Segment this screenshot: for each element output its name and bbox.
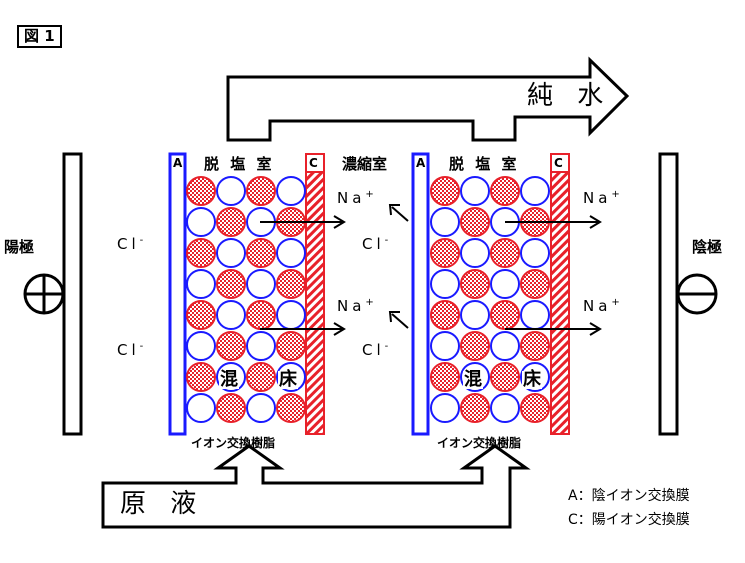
mixed-bed-char: 混 [219,369,239,390]
sodium-ion-label: Na+ [583,189,624,207]
anion-resin-bead [520,300,550,330]
anion-resin-bead [276,176,306,206]
anode-label: 陽極 [4,238,35,256]
anion-resin-bead [216,176,246,206]
anion-membrane-right [411,152,430,436]
anion-tag-left: A [173,156,183,170]
resin-beads-right [430,176,550,423]
cation-resin-bead [520,393,550,423]
cation-resin-bead [186,176,216,206]
cation-resin-bead [276,393,306,423]
legend-anion: A：陰イオン交換膜 [568,488,690,504]
pure-water-arrow [226,56,630,142]
mixed-bed-char: 床 [522,369,542,390]
cation-resin-bead [276,269,306,299]
cation-resin-bead [276,331,306,361]
chloride-ion-label: Cl- [117,235,148,253]
anion-resin-bead [246,331,276,361]
cation-resin-bead [430,362,460,392]
figure-label: 図 1 [17,25,62,48]
desalting-chamber-right-label: 脱 塩 室 [449,155,520,173]
legend-cation: C：陽イオン交換膜 [568,512,690,528]
sodium-ion-label: Na+ [583,297,624,315]
cation-tag-right: C [554,156,563,170]
cation-resin-bead [216,269,246,299]
pure-water-label: 純 水 [527,81,612,111]
anion-resin-bead [246,393,276,423]
mixed-bed-char: 床 [278,369,298,390]
cathode-plate [658,152,679,436]
anion-resin-bead [216,238,246,268]
anion-resin-bead [186,331,216,361]
anion-resin-bead [276,238,306,268]
cation-resin-bead [430,300,460,330]
sodium-ion-label: Na+ [337,297,378,315]
cation-resin-bead [460,269,490,299]
cation-resin-bead [216,393,246,423]
cation-resin-bead [216,207,246,237]
feed-label: 原 液 [120,489,205,519]
concentrating-chamber-label: 濃縮室 [342,155,388,173]
cation-resin-bead [186,238,216,268]
anion-resin-bead [520,176,550,206]
anion-resin-bead [430,207,460,237]
desalting-chamber-left-label: 脱 塩 室 [204,155,275,173]
resin-beads-left [186,176,306,423]
feed-arrow [101,444,531,529]
ion-arrows [260,204,602,336]
cation-resin-bead [490,300,520,330]
chloride-ion-label: Cl- [362,341,393,359]
anion-resin-bead [460,238,490,268]
anion-resin-bead [490,393,520,423]
sodium-ion-label: Na+ [337,189,378,207]
anion-resin-bead [246,269,276,299]
cation-resin-bead [460,207,490,237]
cation-resin-bead [246,300,276,330]
cation-resin-bead [216,331,246,361]
anion-resin-bead [186,207,216,237]
cation-membrane-left [305,153,325,435]
anion-resin-bead [490,269,520,299]
ion-exchange-resin-label: イオン交換樹脂 [437,436,522,450]
cation-resin-bead [186,362,216,392]
anode-plate [62,152,83,436]
anion-resin-bead [216,300,246,330]
cation-tag-left: C [309,156,318,170]
anion-resin-bead [430,331,460,361]
cation-resin-bead [520,331,550,361]
cation-resin-bead [186,300,216,330]
anion-tag-right: A [416,156,426,170]
chloride-ion-label: Cl- [117,341,148,359]
cation-resin-bead [246,238,276,268]
cation-resin-bead [460,331,490,361]
anion-resin-bead [186,393,216,423]
cathode-label: 陰極 [692,238,723,256]
ion-exchange-resin-label: イオン交換樹脂 [191,436,276,450]
cation-resin-bead [246,176,276,206]
anion-resin-bead [460,300,490,330]
chloride-ion-label: Cl- [362,235,393,253]
cation-resin-bead [490,176,520,206]
cation-resin-bead [460,393,490,423]
cation-resin-bead [430,176,460,206]
anion-resin-bead [490,331,520,361]
anion-resin-bead [186,269,216,299]
mixed-bed-char: 混 [463,369,483,390]
cation-resin-bead [430,238,460,268]
anion-resin-bead [276,300,306,330]
cation-resin-bead [490,362,520,392]
cation-resin-bead [490,238,520,268]
anion-membrane-left [168,152,187,436]
cation-resin-bead [520,269,550,299]
cation-resin-bead [246,362,276,392]
anion-resin-bead [520,238,550,268]
cation-membrane-right [550,153,570,435]
anion-resin-bead [460,176,490,206]
anion-resin-bead [430,269,460,299]
anion-resin-bead [430,393,460,423]
